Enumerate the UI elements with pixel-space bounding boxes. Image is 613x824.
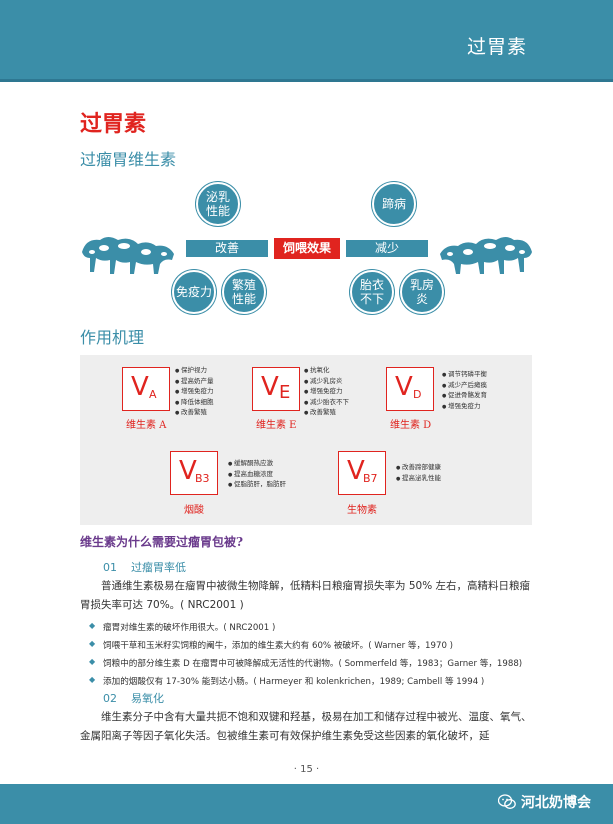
vitamin-a-box: V A: [122, 367, 170, 411]
wechat-icon: [498, 794, 516, 809]
header-band: [0, 0, 613, 80]
circle-hoof-disease: 蹄病: [372, 182, 416, 226]
circle-reproduction-performance: 繁殖 性能: [222, 270, 266, 314]
circle-immunity: 免疫力: [172, 270, 216, 314]
vitamin-e-effects: 抗氧化 减少乳房炎 增强免疫力 减少胎衣不下 改善繁殖: [304, 366, 349, 419]
bullet-item: 添加的烟酸仅有 17-30% 能到达小肠。( Harmeyer 和 kolenk…: [89, 675, 484, 687]
cattle-herd-right-icon: [440, 237, 532, 274]
feed-effect-label: 饲喂效果: [274, 238, 340, 259]
circle-retained-placenta: 胎衣 不下: [350, 270, 394, 314]
vitamin-a-effects: 保护视力 提高奶产量 增强免疫力 降低体细胞 改善繁殖: [175, 366, 214, 419]
question-heading: 维生素为什么需要过瘤胃包被?: [80, 535, 244, 549]
header-title: 过胃素: [466, 36, 527, 58]
footer-brand: 河北奶博会: [498, 792, 591, 812]
vitamin-d-label: 维生素 D: [390, 420, 432, 431]
page-title: 过胃素: [80, 112, 147, 137]
improve-bar: 改善: [186, 240, 268, 257]
biotin-label: 生物素: [347, 505, 377, 516]
point-2-heading: 02 易氧化: [103, 692, 164, 705]
point-1-heading: 01 过瘤胃率低: [103, 561, 186, 574]
bullet-item: 饲粮中的部分维生素 D 在瘤胃中可被降解成无活性的代谢物。( Sommerfel…: [89, 657, 522, 669]
cattle-herd-left-icon: [82, 237, 174, 274]
page-number: · 15 ·: [293, 764, 320, 775]
circle-lactation-performance: 泌乳 性能: [196, 182, 240, 226]
bullet-item: 瘤胃对维生素的破坏作用很大。( NRC2001 ): [89, 621, 275, 633]
section-title-mechanism: 作用机理: [80, 328, 145, 347]
vitamin-a-label: 维生素 A: [126, 420, 167, 431]
section-title-rumen-vitamins: 过瘤胃维生素: [80, 150, 177, 169]
vitamin-e-label: 维生素 E: [256, 420, 297, 431]
vitamin-d-effects: 调节钙磷平衡 减少产后瘫痪 促进骨骼发育 增强免疫力: [442, 370, 487, 412]
paragraph-oxidation: 维生素分子中含有大量共扼不饱和双键和羟基，极易在加工和储存过程中被光、温度、氧气…: [80, 711, 532, 742]
vitamin-d-box: V D: [386, 367, 434, 411]
reduce-bar: 减少: [346, 240, 428, 257]
mechanism-panel: V A 维生素 A 保护视力 提高奶产量 增强免疫力 降低体细胞 改善繁殖 V …: [80, 355, 532, 525]
vitamin-b3-effects: 缓解酮热应激 提高血糖浓度 促脂肪肝，脂肪肝: [228, 459, 286, 491]
header-divider: [0, 79, 613, 82]
vitamin-b7-box: V B7: [338, 451, 386, 495]
vitamin-b3-box: V B3: [170, 451, 218, 495]
vitamin-e-box: V E: [252, 367, 300, 411]
niacin-label: 烟酸: [184, 505, 204, 516]
paragraph-rumen-loss: 普通维生素极易在瘤胃中被微生物降解，低精料日粮瘤胃损失率为 50% 左右，高精料…: [80, 580, 531, 611]
bullet-item: 饲喂干草和玉米籽实饲粮的阉牛，添加的维生素大约有 60% 被破坏。( Warne…: [89, 639, 453, 651]
feed-effect-diagram: 改善 饲喂效果 减少 泌乳 性能 免疫力 繁殖 性能 蹄病 胎衣 不下 乳房 炎: [0, 168, 613, 318]
circle-mastitis: 乳房 炎: [400, 270, 444, 314]
vitamin-b7-effects: 改善蹄部健康 提高泌乳性能: [396, 463, 441, 484]
